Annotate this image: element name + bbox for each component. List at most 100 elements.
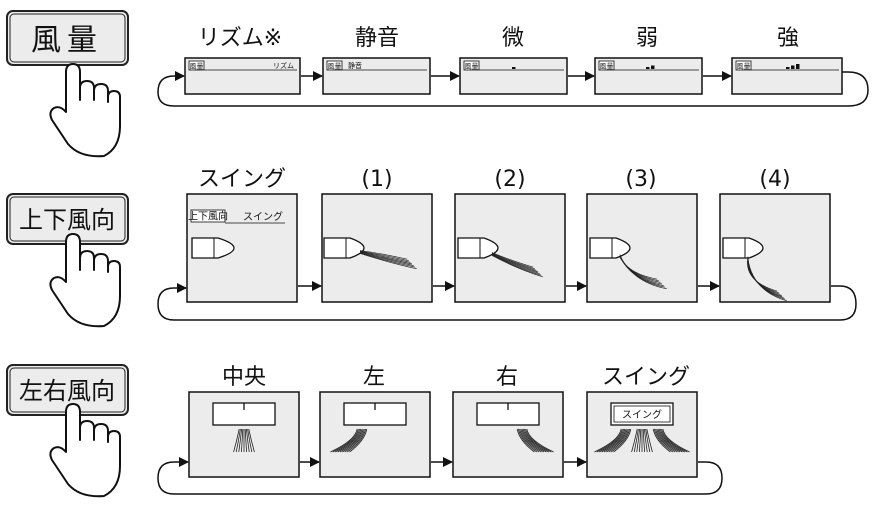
fan-loop-arrow [157,71,869,107]
airflow-icon [359,250,417,270]
airflow-streak [642,428,645,453]
airflow-streak [596,428,623,453]
fan-mode-label-minimal: 微 [502,26,524,51]
vertical-louver-button[interactable]: 上下風向 [6,193,129,245]
fan-lcd-weak-tag: 風量 [600,63,614,71]
vlouver-lcd-tag: 上下風向 [188,210,228,223]
airflow-streak [248,428,255,453]
airflow-streak [610,428,630,453]
airflow-streak [518,428,538,453]
hand-pointer-icon [49,403,121,498]
airflow-streak [337,428,362,453]
hlouver-lcd-swing-text: スイング [622,408,662,421]
fan-speed-button[interactable]: 風量 [6,10,129,66]
airflow-streak [619,257,667,290]
horizontal-louver-button[interactable]: 左右風向 [6,364,129,416]
level-bar [796,64,800,69]
fan-lcd-minimal-tag: 風量 [465,63,479,71]
airflow-streak [645,428,651,453]
airflow-streak [646,428,653,453]
airflow-streak [613,428,632,453]
fan-lcd-quiet-tag: 風量 [328,63,342,71]
airflow-streak [516,428,535,453]
airflow-streak [660,428,685,453]
airflow-streak [524,428,549,453]
airflow-streak [633,428,639,453]
airflow-icon [516,428,554,453]
airflow-streak [359,252,416,268]
airflow-streak [656,428,678,453]
airflow-streak [359,251,411,263]
airflow-streak [359,253,417,270]
hlouver-label-swing: スイング [602,365,690,390]
fan-mode-label-rhythm: リズム※ [198,26,282,51]
airflow-streak [521,428,545,453]
hand-pointer-icon [49,63,121,158]
vlouver-lcd-swing-text: スイング [243,210,283,223]
airflow-streak [359,250,409,262]
airflow-streak [491,252,534,268]
airflow-streak [594,428,622,453]
airflow-streak [654,428,674,453]
airflow-streak [346,428,366,453]
vlouver-label-1: (1) [361,167,392,192]
vlouver-label-4: (4) [759,167,790,192]
airflow-streak [332,428,359,453]
airflow-streak [526,428,554,453]
fan-lcd-rhythm: 風量 リズム [184,57,301,95]
airflow-streak [644,428,648,453]
vlouver-panel-3 [586,193,698,303]
airflow-streak [491,253,537,271]
airflow-streak [246,428,250,453]
hlouver-label-right: 右 [496,365,518,390]
fan-lcd-strong-level [786,64,800,69]
airflow-icon [233,428,255,453]
hlouver-panel-center [188,391,300,478]
vlouver-panel-2 [454,193,566,303]
airflow-icon [330,428,368,453]
airflow-icon [652,428,690,453]
hand-pointer-icon [49,233,121,328]
unit-side-icon [589,237,631,259]
airflow-streak [491,252,535,270]
fan-lcd-rhythm-text: リズム [273,61,294,70]
airflow-streak [491,254,542,276]
airflow-icon [491,252,543,278]
fan-lcd-rhythm-tag: 風量 [190,63,204,71]
airflow-streak [519,428,540,453]
hlouver-panel-swing: スイング [586,391,698,478]
airflow-streak [244,428,247,453]
airflow-streak [238,428,242,453]
airflow-streak [606,428,628,453]
airflow-icon [631,428,653,453]
airflow-streak [520,428,542,453]
fan-speed-row: 風量 リズム※ 静音 微 弱 強 風量 リズム 風量 静音 [6,10,869,158]
unit-side-icon [457,237,499,259]
airflow-streak [241,428,244,453]
airflow-icon [747,256,787,302]
unit-side-icon [323,237,365,259]
vlouver-loop-arrow [157,283,857,321]
vlouver-panel-1 [321,193,433,303]
hlouver-label-center: 中央 [222,365,266,390]
vertical-louver-row: 上下風向 スイング (1) (2) (3) (4) 上下風向 スイング [6,167,857,328]
unit-side-icon [722,237,764,259]
airflow-streak [330,428,358,453]
airflow-streak [344,428,365,453]
airflow-streak [601,428,626,453]
fan-mode-label-quiet: 静音 [355,26,399,51]
airflow-streak [491,254,540,274]
airflow-streak [661,428,688,453]
fan-lcd-quiet-text: 静音 [348,61,362,70]
airflow-streak [652,428,671,453]
level-bar [512,67,516,69]
vertical-louver-button-label: 上下風向 [19,206,115,234]
airflow-streak [491,255,543,278]
fan-lcd-minimal-level [512,67,516,69]
horizontal-louver-button-label: 左右風向 [19,377,115,405]
vlouver-label-3: (3) [625,167,656,192]
vlouver-panel-4 [719,193,831,303]
vlouver-label-2: (2) [494,167,525,192]
airflow-streak [522,428,547,453]
